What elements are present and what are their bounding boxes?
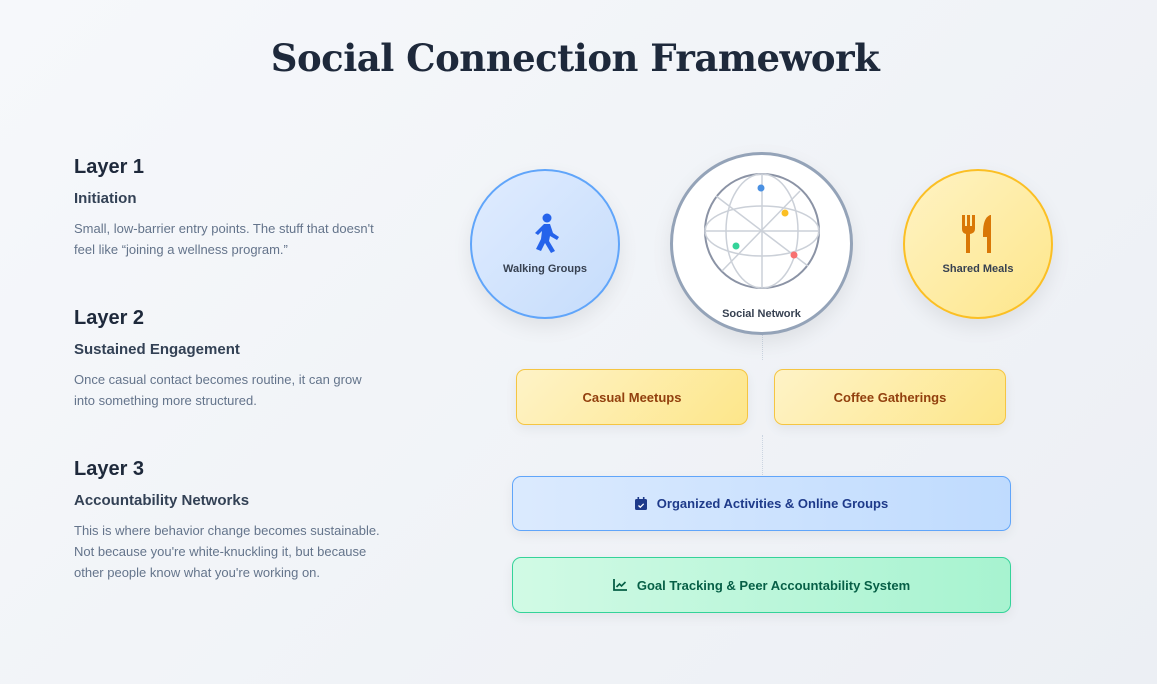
calendar-check-icon xyxy=(634,497,647,510)
node-label: Shared Meals xyxy=(942,263,1014,275)
walking-person-icon xyxy=(535,213,559,253)
layer-subtitle: Initiation xyxy=(74,190,137,207)
box-label: Organized Activities & Online Groups xyxy=(656,496,889,511)
node-label: Walking Groups xyxy=(503,263,587,275)
utensils-icon xyxy=(962,215,991,253)
layer-description: Small, low-barrier entry points. The stu… xyxy=(74,221,374,257)
layer-heading: Layer 2 xyxy=(74,307,145,329)
layer-description: This is where behavior change becomes su… xyxy=(74,523,380,580)
layer-heading: Layer 1 xyxy=(74,156,145,178)
layer-description: Once casual contact becomes routine, it … xyxy=(74,372,362,408)
chart-line-icon xyxy=(612,579,627,591)
coffee-gatherings-box: Coffee Gatherings xyxy=(774,369,1006,425)
globe-network-icon xyxy=(703,173,820,289)
organized-activities-box: Organized Activities & Online Groups xyxy=(512,476,1011,531)
node-label: Social Network xyxy=(722,308,801,320)
connector-line xyxy=(762,335,763,360)
connector-line xyxy=(762,435,763,475)
shared-meals-node: Shared Meals xyxy=(903,169,1053,319)
layer-3: Layer 3 Accountability Networks This is … xyxy=(74,458,384,583)
page-title: Social Connection Framework xyxy=(270,36,880,80)
layer-1: Layer 1 Initiation Small, low-barrier en… xyxy=(74,156,384,260)
goal-tracking-box: Goal Tracking & Peer Accountability Syst… xyxy=(512,557,1011,613)
layer-subtitle: Accountability Networks xyxy=(74,492,250,509)
walking-groups-node: Walking Groups xyxy=(470,169,620,319)
layer-heading: Layer 3 xyxy=(74,458,145,480)
casual-meetups-box: Casual Meetups xyxy=(516,369,748,425)
layer-2: Layer 2 Sustained Engagement Once casual… xyxy=(74,307,384,411)
social-network-node: Social Network xyxy=(670,152,853,335)
box-label: Goal Tracking & Peer Accountability Syst… xyxy=(636,577,911,593)
layer-subtitle: Sustained Engagement xyxy=(74,341,240,358)
